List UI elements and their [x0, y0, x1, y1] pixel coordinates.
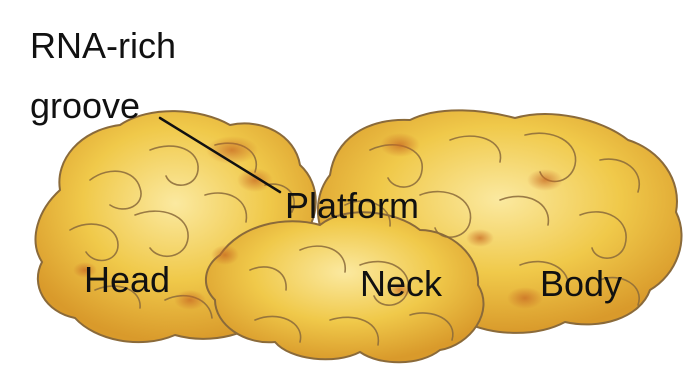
groove-label-line1: RNA-rich: [30, 28, 176, 64]
platform-label: Platform: [285, 188, 419, 224]
body-label: Body: [540, 266, 622, 302]
neck-label: Neck: [360, 266, 442, 302]
head-label: Head: [84, 262, 170, 298]
groove-label-line2: groove: [30, 88, 140, 124]
